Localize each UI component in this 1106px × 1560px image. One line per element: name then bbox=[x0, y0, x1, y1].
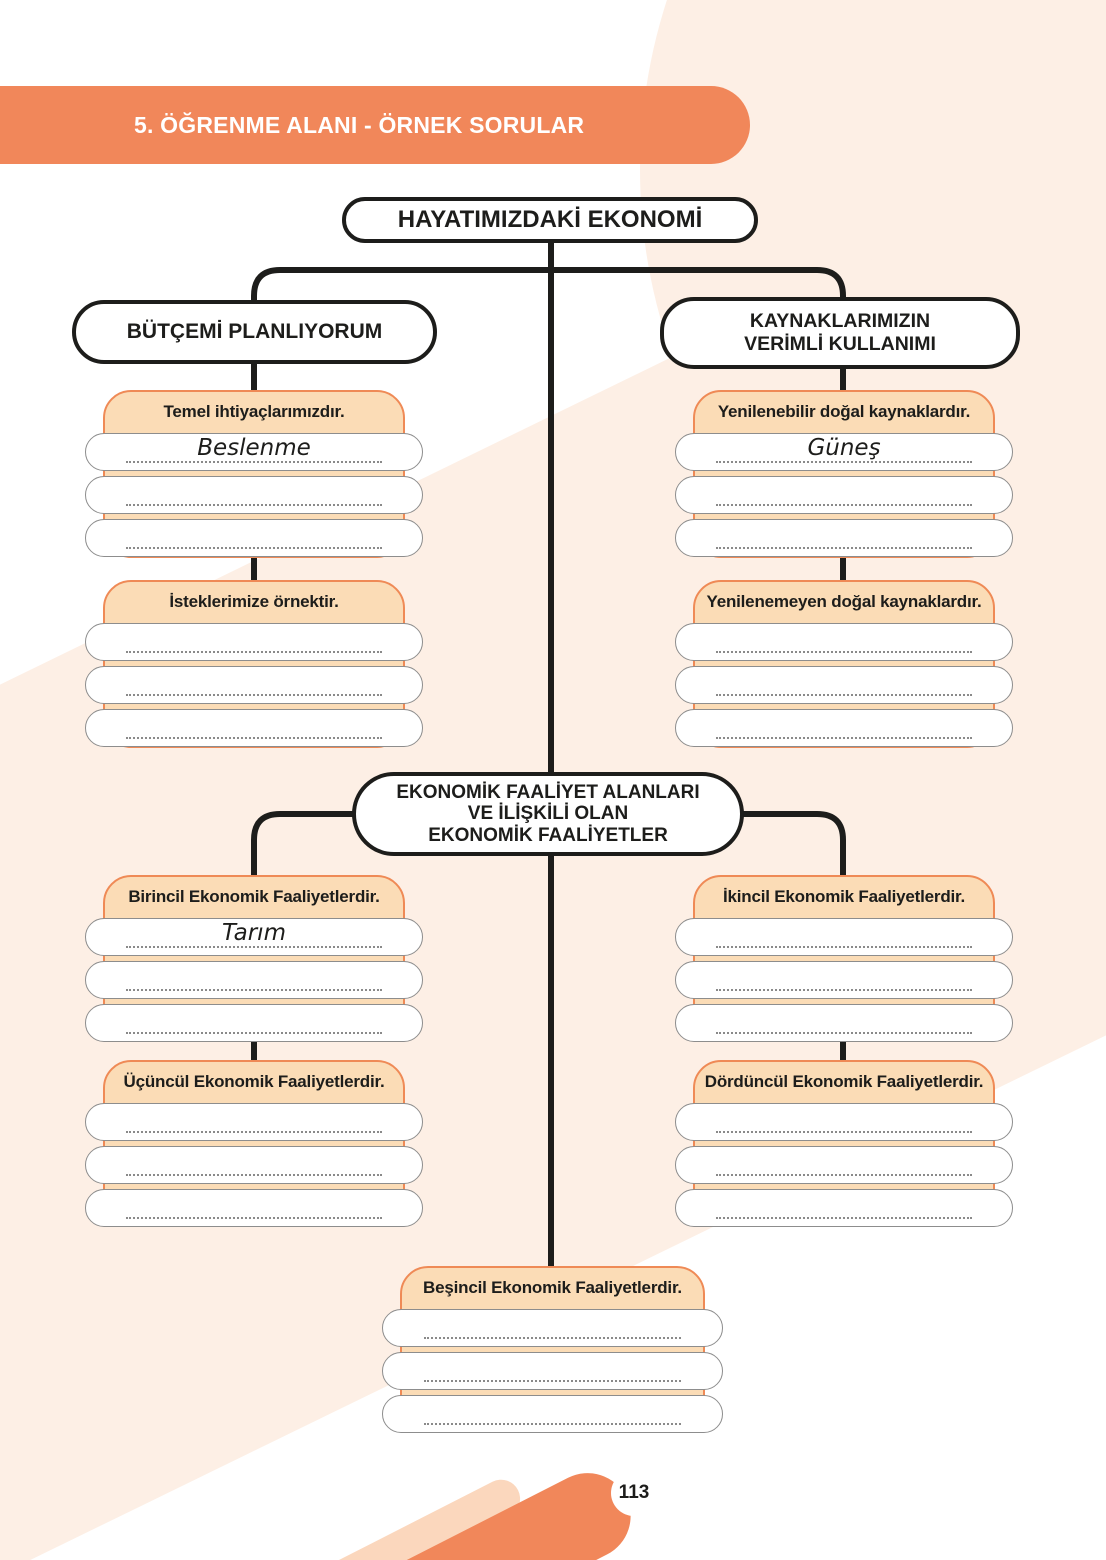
answer-blank[interactable] bbox=[675, 623, 1013, 661]
dotted-line bbox=[126, 737, 382, 739]
card-title: Birincil Ekonomik Faaliyetlerdir. bbox=[128, 887, 380, 906]
dotted-line bbox=[126, 989, 382, 991]
card-title: Yenilenemeyen doğal kaynaklardır. bbox=[706, 592, 982, 611]
dotted-line bbox=[716, 989, 972, 991]
answer-blank[interactable] bbox=[85, 1004, 423, 1042]
answer-blank[interactable] bbox=[675, 666, 1013, 704]
answer-blank[interactable] bbox=[382, 1395, 723, 1433]
dotted-line bbox=[126, 504, 382, 506]
section-banner-label: 5. ÖĞRENME ALANI - ÖRNEK SORULAR bbox=[134, 111, 585, 138]
answer-blank[interactable] bbox=[85, 1146, 423, 1184]
dotted-line bbox=[126, 461, 382, 463]
middle-node-line1: EKONOMİK FAALİYET ALANLARI bbox=[396, 781, 700, 803]
card-dorduncul: Dördüncül Ekonomik Faaliyetlerdir. bbox=[675, 1060, 1013, 1227]
card-title: Beşincil Ekonomik Faaliyetlerdir. bbox=[423, 1278, 682, 1297]
root-node-label: HAYATIMIZDAKİ EKONOMİ bbox=[397, 206, 703, 233]
card-title: İsteklerimize örnektir. bbox=[169, 592, 339, 611]
answer-blank[interactable] bbox=[85, 666, 423, 704]
dotted-line bbox=[716, 1032, 972, 1034]
answer-blank[interactable] bbox=[85, 476, 423, 514]
answer-blank[interactable] bbox=[85, 1189, 423, 1227]
answer-blank[interactable] bbox=[675, 1004, 1013, 1042]
card-ikincil: İkincil Ekonomik Faaliyetlerdir. bbox=[675, 875, 1013, 1042]
card-temel-ihtiyaclar: Temel ihtiyaçlarımızdır. Beslenme bbox=[85, 390, 423, 558]
root-node: HAYATIMIZDAKİ EKONOMİ bbox=[342, 197, 758, 243]
answer-blank[interactable] bbox=[675, 961, 1013, 999]
dotted-line bbox=[716, 946, 972, 948]
answer-blank[interactable] bbox=[675, 918, 1013, 956]
answer-blank[interactable]: Tarım bbox=[85, 918, 423, 956]
answer-blank[interactable] bbox=[85, 961, 423, 999]
answer-blank[interactable]: Güneş bbox=[675, 433, 1013, 471]
dotted-line bbox=[126, 547, 382, 549]
dotted-line bbox=[716, 1131, 972, 1133]
dotted-line bbox=[716, 1174, 972, 1176]
card-yenilenemeyen: Yenilenemeyen doğal kaynaklardır. bbox=[675, 580, 1013, 748]
page-number-badge: 113 bbox=[611, 1470, 657, 1516]
answer-blank[interactable] bbox=[85, 623, 423, 661]
branch-right-label-line2: VERİMLİ KULLANIMI bbox=[744, 333, 936, 355]
branch-right-node: KAYNAKLARIMIZIN VERİMLİ KULLANIMI bbox=[660, 297, 1020, 369]
answer-blank[interactable] bbox=[675, 1103, 1013, 1141]
dotted-line bbox=[423, 1423, 682, 1425]
answer-blank[interactable] bbox=[85, 519, 423, 557]
middle-node-line2: VE İLİŞKİLİ OLAN bbox=[467, 803, 629, 825]
handwritten-answer: Tarım bbox=[222, 920, 286, 946]
dotted-line bbox=[126, 1032, 382, 1034]
answer-blank[interactable] bbox=[382, 1309, 723, 1347]
middle-node: EKONOMİK FAALİYET ALANLARI VE İLİŞKİLİ O… bbox=[352, 772, 744, 856]
dotted-line bbox=[423, 1337, 682, 1339]
answer-blank[interactable] bbox=[382, 1352, 723, 1390]
card-title: Temel ihtiyaçlarımızdır. bbox=[163, 402, 345, 421]
card-istekler: İsteklerimize örnektir. bbox=[85, 580, 423, 748]
card-title: Üçüncül Ekonomik Faaliyetlerdir. bbox=[123, 1072, 385, 1091]
card-besincil: Beşincil Ekonomik Faaliyetlerdir. bbox=[382, 1266, 723, 1433]
card-title: İkincil Ekonomik Faaliyetlerdir. bbox=[722, 887, 966, 906]
dotted-line bbox=[423, 1380, 682, 1382]
card-ucuncul: Üçüncül Ekonomik Faaliyetlerdir. bbox=[85, 1060, 423, 1227]
card-title: Dördüncül Ekonomik Faaliyetlerdir. bbox=[704, 1072, 984, 1091]
handwritten-answer: Güneş bbox=[807, 435, 881, 461]
dotted-line bbox=[126, 946, 382, 948]
dotted-line bbox=[126, 1131, 382, 1133]
dotted-line bbox=[716, 1217, 972, 1219]
page-number: 113 bbox=[618, 1482, 650, 1503]
dotted-line bbox=[716, 694, 972, 696]
card-birincil: Birincil Ekonomik Faaliyetlerdir. Tarım bbox=[85, 875, 423, 1042]
answer-blank[interactable]: Beslenme bbox=[85, 433, 423, 471]
card-yenilenebilir: Yenilenebilir doğal kaynaklardır. Güneş bbox=[675, 390, 1013, 558]
dotted-line bbox=[716, 737, 972, 739]
dotted-line bbox=[126, 651, 382, 653]
card-title: Yenilenebilir doğal kaynaklardır. bbox=[717, 402, 971, 421]
dotted-line bbox=[126, 1174, 382, 1176]
answer-blank[interactable] bbox=[85, 1103, 423, 1141]
dotted-line bbox=[126, 1217, 382, 1219]
branch-right-label-line1: KAYNAKLARIMIZIN bbox=[749, 310, 931, 332]
branch-left-label: BÜTÇEMİ PLANLIYORUM bbox=[126, 320, 383, 343]
answer-blank[interactable] bbox=[675, 1189, 1013, 1227]
answer-blank[interactable] bbox=[675, 519, 1013, 557]
answer-blank[interactable] bbox=[85, 709, 423, 747]
dotted-line bbox=[716, 461, 972, 463]
dotted-line bbox=[716, 547, 972, 549]
handwritten-answer: Beslenme bbox=[197, 435, 311, 461]
dotted-line bbox=[716, 504, 972, 506]
middle-node-line3: EKONOMİK FAALİYETLER bbox=[428, 824, 668, 846]
dotted-line bbox=[716, 651, 972, 653]
answer-blank[interactable] bbox=[675, 476, 1013, 514]
dotted-line bbox=[126, 694, 382, 696]
answer-blank[interactable] bbox=[675, 709, 1013, 747]
answer-blank[interactable] bbox=[675, 1146, 1013, 1184]
section-banner: 5. ÖĞRENME ALANI - ÖRNEK SORULAR bbox=[0, 86, 750, 164]
branch-left-node: BÜTÇEMİ PLANLIYORUM bbox=[72, 300, 437, 364]
